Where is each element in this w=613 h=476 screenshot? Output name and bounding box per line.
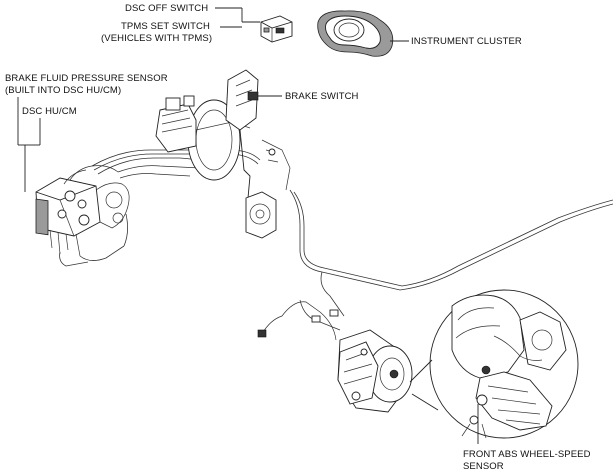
- dsc-off-switch-icon: [260, 15, 293, 43]
- label-brake-fluid-sensor: BRAKE FLUID PRESSURE SENSOR: [5, 73, 168, 84]
- label-front-abs-sensor-2: SENSOR: [463, 461, 504, 472]
- label-dsc-hu-cm: DSC HU/CM: [22, 106, 77, 117]
- label-dsc-off-switch: DSC OFF SWITCH: [125, 3, 208, 14]
- dsc-hu-cm-icon: [35, 165, 130, 257]
- brake-booster-icon: [155, 69, 291, 239]
- abs-sensor-icon: [451, 294, 567, 439]
- instrument-cluster-icon: [317, 10, 394, 57]
- brake-lines: [59, 149, 613, 317]
- label-front-abs-sensor: FRONT ABS WHEEL-SPEED: [463, 449, 591, 460]
- abs-sensor-detail: [409, 289, 579, 439]
- label-tpms-note: (VEHICLES WITH TPMS): [101, 33, 212, 44]
- brake-caliper-icon: [337, 329, 413, 413]
- label-brake-fluid-sensor-note: (BUILT INTO DSC HU/CM): [5, 85, 121, 96]
- label-brake-switch: BRAKE SWITCH: [285, 91, 359, 102]
- label-instrument-cluster: INSTRUMENT CLUSTER: [411, 36, 522, 47]
- abs-harness: [257, 299, 341, 341]
- label-tpms-set-switch: TPMS SET SWITCH: [121, 21, 210, 32]
